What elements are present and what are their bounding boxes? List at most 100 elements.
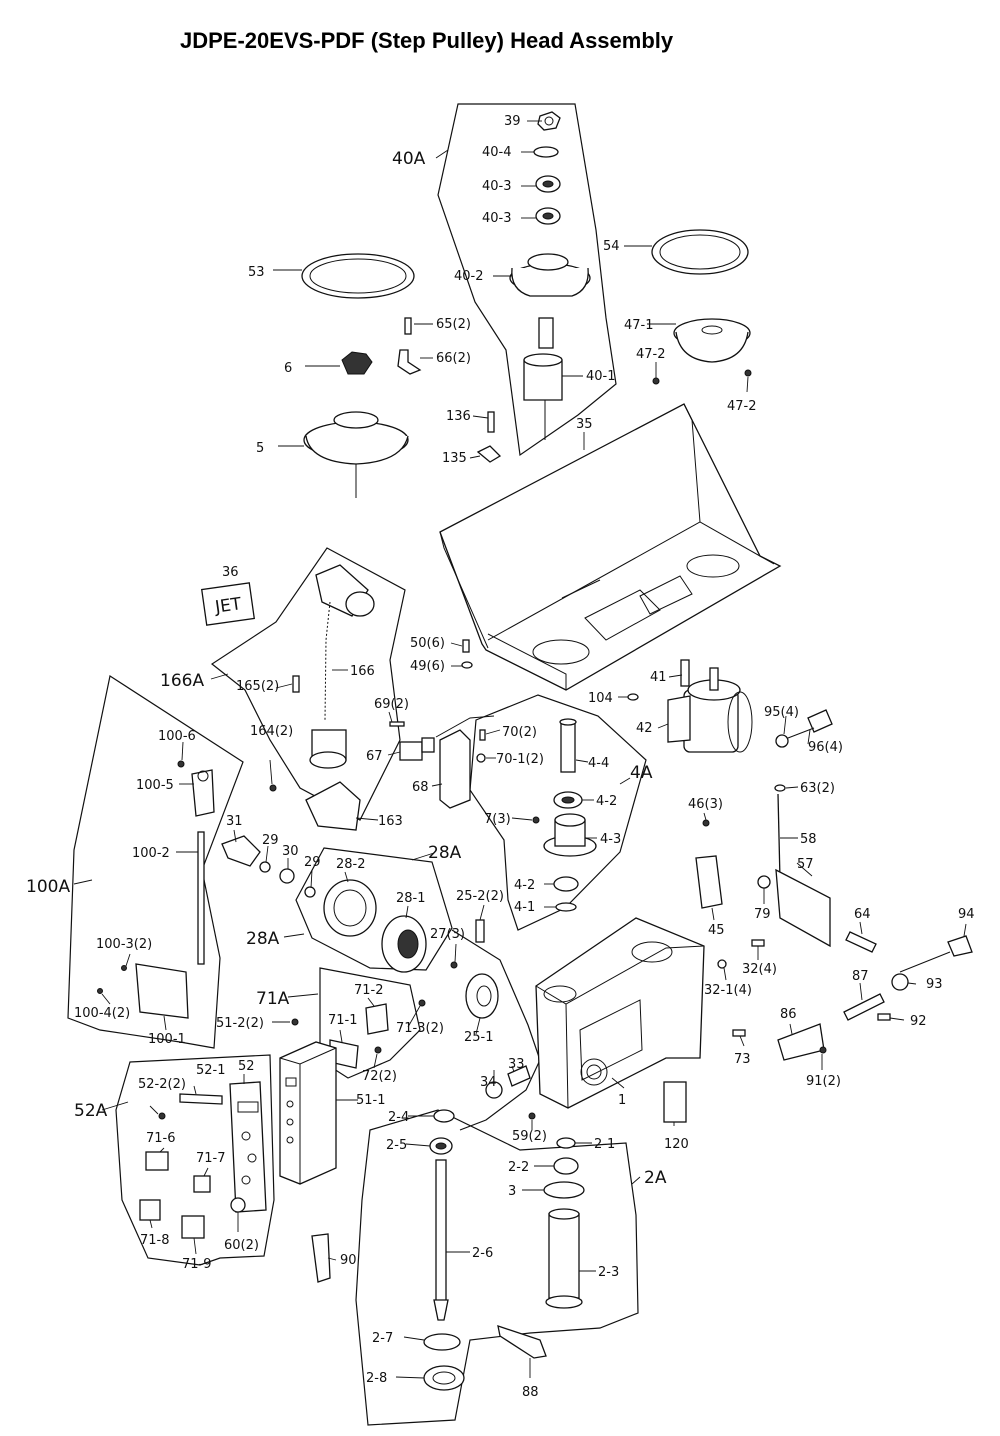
- rod-58: [777, 793, 781, 881]
- group-label-28A-lower: 28A: [246, 929, 280, 949]
- group-label-2A: 2A: [644, 1168, 667, 1188]
- washer-29-left: [259, 861, 271, 873]
- washer-32-1: [717, 959, 727, 969]
- head-casting-1: [535, 917, 705, 1109]
- pulley-5: [303, 411, 409, 498]
- pulley-47-1: [673, 318, 751, 363]
- label-104: 104: [588, 691, 613, 706]
- label-100-1: 100-1: [148, 1032, 186, 1047]
- washer-104: [627, 693, 639, 701]
- label-90: 90: [340, 1253, 357, 1268]
- label-33: 33: [508, 1057, 525, 1072]
- label-40-4: 40-4: [482, 145, 512, 160]
- label-68: 68: [412, 780, 429, 795]
- jet-badge-36: JET: [200, 582, 256, 626]
- bearing-4-2-lower: [553, 876, 579, 892]
- pulley-40-2: [509, 253, 591, 297]
- label-52: 52: [238, 1059, 255, 1074]
- clip-135: [476, 445, 502, 463]
- switch-plate-71-2: [365, 1003, 389, 1035]
- pin-87: [843, 993, 885, 1021]
- plate-100-1: [135, 963, 189, 1019]
- bracket-68: [439, 729, 471, 809]
- label-73: 73: [734, 1052, 751, 1067]
- label-29-left: 29: [262, 833, 279, 848]
- screw-52-2: [158, 1112, 166, 1120]
- label-6: 6: [284, 361, 292, 376]
- label-2-5: 2-5: [386, 1138, 407, 1153]
- cap-60: [230, 1197, 246, 1213]
- label-32: 32(4): [742, 962, 777, 977]
- label-3: 3: [508, 1184, 516, 1199]
- label-58: 58: [800, 832, 817, 847]
- screw-92: [877, 1013, 891, 1021]
- nut-39: [537, 111, 561, 131]
- group-label-71A: 71A: [256, 989, 290, 1009]
- label-4-1: 4-1: [514, 900, 535, 915]
- label-71-9: 71-9: [182, 1257, 212, 1272]
- screw-65: [404, 317, 412, 335]
- rod-100-2: [197, 831, 205, 965]
- label-166: 166: [350, 664, 375, 679]
- washer-70-1: [476, 753, 486, 763]
- screw-100-4: [97, 988, 103, 994]
- label-91: 91(2): [806, 1074, 841, 1089]
- label-2-4: 2-4: [388, 1110, 409, 1125]
- jet-badge-text: JET: [213, 594, 243, 618]
- washer-95: [775, 734, 789, 748]
- ring-2-7: [423, 1333, 461, 1351]
- washer-63: [774, 784, 786, 792]
- bolt-94: [899, 935, 973, 973]
- label-57: 57: [797, 857, 814, 872]
- label-30: 30: [282, 844, 299, 859]
- label-2-3: 2-3: [598, 1265, 619, 1280]
- label-96: 96(4): [808, 740, 843, 755]
- page-title: JDPE-20EVS-PDF (Step Pulley) Head Assemb…: [180, 28, 674, 53]
- wire-69: [435, 715, 495, 738]
- label-79: 79: [754, 907, 771, 922]
- washer-29-right: [304, 886, 316, 898]
- screw-32: [751, 939, 765, 947]
- bracket-66: [397, 349, 422, 375]
- belt-54: [651, 229, 749, 275]
- label-69: 69(2): [374, 697, 409, 712]
- label-71-7: 71-7: [196, 1151, 226, 1166]
- label-4-2-upper: 4-2: [596, 794, 617, 809]
- ring-2-4: [433, 1109, 455, 1123]
- label-47-2-right: 47-2: [727, 399, 757, 414]
- label-7: 7(3): [484, 812, 511, 827]
- washer-3: [543, 1181, 585, 1199]
- label-86: 86: [780, 1007, 797, 1022]
- switch-71-7: [193, 1175, 211, 1193]
- spindle-sleeve-40-1: [523, 317, 563, 440]
- belt-53: [301, 253, 415, 299]
- label-35: 35: [576, 417, 593, 432]
- strip-52-1: [179, 1093, 223, 1105]
- label-2-6: 2-6: [472, 1246, 493, 1261]
- screw-100-3: [121, 965, 127, 971]
- label-100-4: 100-4(2): [74, 1006, 130, 1021]
- retaining-ring-40-4: [533, 146, 559, 158]
- screw-59: [528, 1112, 536, 1120]
- label-46: 46(3): [688, 797, 723, 812]
- label-65: 65(2): [436, 317, 471, 332]
- group-label-28A-upper: 28A: [428, 843, 462, 863]
- plate-57: [775, 868, 831, 948]
- group-label-100A: 100A: [26, 877, 70, 897]
- label-28-1: 28-1: [396, 891, 426, 906]
- label-71-3: 71-3(2): [396, 1021, 444, 1036]
- label-100-3: 100-3(2): [96, 937, 152, 952]
- label-87: 87: [852, 969, 869, 984]
- screw-165: [292, 675, 300, 693]
- nut-93: [891, 973, 909, 991]
- label-40-3-lower: 40-3: [482, 211, 512, 226]
- label-71-8: 71-8: [140, 1233, 170, 1248]
- label-47-2-left: 47-2: [636, 347, 666, 362]
- nut-79: [757, 875, 771, 889]
- screw-73: [732, 1029, 746, 1037]
- ring-4-1: [555, 902, 577, 912]
- switch-71-9: [181, 1215, 205, 1239]
- label-4-3: 4-3: [600, 832, 621, 847]
- label-42: 42: [636, 721, 653, 736]
